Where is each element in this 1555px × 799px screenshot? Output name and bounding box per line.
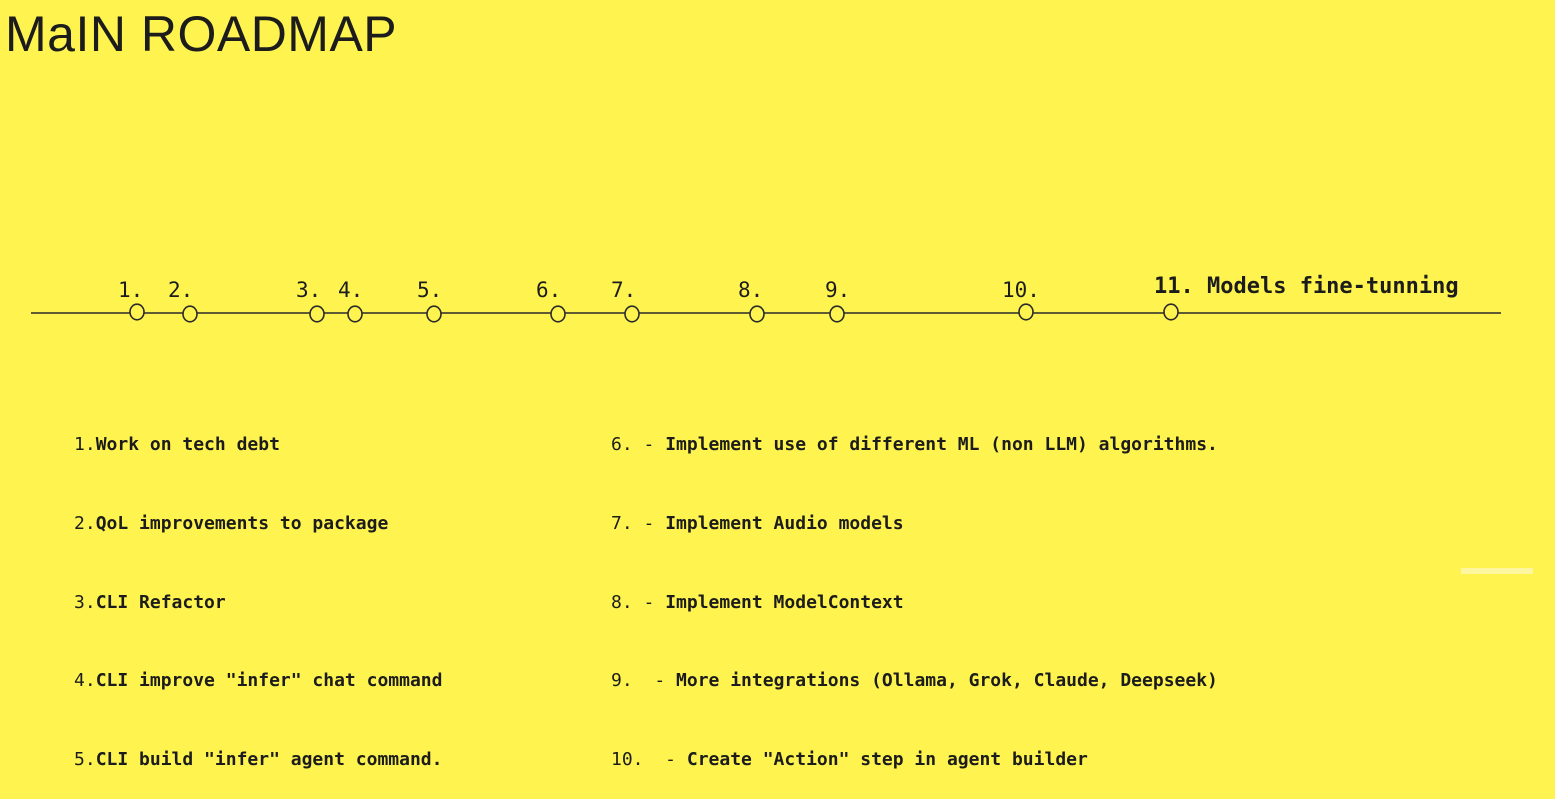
page-title: MaIN ROADMAP	[5, 6, 398, 62]
milestone-marker	[347, 305, 363, 323]
legend-item: 10. - Create "Action" step in agent buil…	[611, 747, 1218, 773]
legend-item-text: Implement ModelContext	[665, 591, 904, 613]
legend-item: 6. - Implement use of different ML (non …	[611, 432, 1218, 458]
corner-tab	[1461, 568, 1533, 574]
legend-item-text: CLI build "infer" agent command.	[95, 748, 443, 770]
legend-item-number: 3.	[74, 591, 96, 613]
milestone-label: 9.	[825, 278, 850, 302]
milestone-label: 8.	[738, 278, 763, 302]
legend-item-number: 7. -	[611, 513, 666, 535]
legend-item-text: More integrations (Ollama, Grok, Claude,…	[676, 670, 1218, 692]
legend-column-right: 6. - Implement use of different ML (non …	[611, 380, 1218, 799]
milestone-label: 2.	[168, 278, 193, 302]
legend-item: 2.QoL improvements to package	[74, 511, 442, 537]
milestone-label: 3.	[296, 278, 321, 302]
legend-item-text: CLI Refactor	[95, 591, 226, 613]
milestone-marker	[182, 305, 198, 323]
legend-item-text: QoL improvements to package	[95, 513, 389, 535]
milestone-marker	[309, 305, 325, 323]
milestone-marker	[624, 305, 640, 323]
milestone-label: 1.	[118, 278, 143, 302]
legend-item: 8. - Implement ModelContext	[611, 590, 1218, 616]
milestone-marker	[426, 305, 442, 323]
milestone-label: 6.	[536, 278, 561, 302]
legend-item-number: 10. -	[611, 748, 687, 770]
legend-item-number: 2.	[74, 513, 96, 535]
milestone-label: 10.	[1002, 278, 1040, 302]
milestone-marker	[829, 305, 845, 323]
legend-item-text: CLI improve "infer" chat command	[95, 670, 443, 692]
legend-item-number: 8. -	[611, 591, 666, 613]
milestone-marker	[1163, 303, 1179, 321]
legend-item: 4.CLI improve "infer" chat command	[74, 668, 442, 694]
milestone-label: 7.	[611, 278, 636, 302]
legend-item: 9. - More integrations (Ollama, Grok, Cl…	[611, 668, 1218, 694]
legend-item-text: Create "Action" step in agent builder	[686, 748, 1088, 770]
timeline-milestones: 1. 2. 3. 4. 5. 6. 7. 8. 9. 10. 11. Models fine-tun…	[118, 274, 1459, 323]
legend-item-text: Work on tech debt	[95, 434, 280, 456]
legend-item: 1.Work on tech debt	[74, 432, 442, 458]
legend-column-left: 1.Work on tech debt 2.QoL improvements t…	[74, 380, 442, 799]
roadmap-timeline: 1. 2. 3. 4. 5. 6. 7. 8. 9. 10. 11. Models fine-tun…	[31, 274, 1501, 323]
legend-item-number: 1.	[74, 434, 96, 456]
legend-item-number: 9. -	[611, 670, 677, 692]
legend-item-text: Implement Audio models	[665, 513, 904, 535]
milestone-label: 11. Models fine-tunning	[1154, 274, 1459, 299]
milestone-marker	[749, 305, 765, 323]
milestone-label: 5.	[417, 278, 442, 302]
legend-item-number: 4.	[74, 670, 96, 692]
legend-item: 3.CLI Refactor	[74, 590, 442, 616]
legend-item-number: 5.	[74, 748, 96, 770]
legend-item-number: 6. -	[611, 434, 666, 456]
legend-item-text: Implement use of different ML (non LLM) …	[665, 434, 1218, 456]
legend-item: 5.CLI build "infer" agent command.	[74, 747, 442, 773]
milestone-marker	[1018, 303, 1034, 321]
milestone-marker	[129, 303, 145, 321]
milestone-marker	[550, 305, 566, 323]
milestone-label: 4.	[338, 278, 363, 302]
legend-item: 7. - Implement Audio models	[611, 511, 1218, 537]
